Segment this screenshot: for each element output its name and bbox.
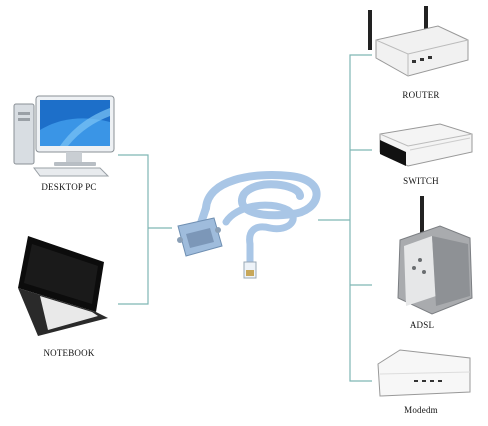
router-label: ROUTER bbox=[402, 90, 440, 100]
notebook-icon bbox=[18, 236, 108, 336]
desktop-pc-icon bbox=[13, 95, 115, 177]
switch-icon bbox=[379, 123, 473, 167]
left-bracket-line bbox=[118, 154, 149, 305]
console-cable-icon bbox=[177, 171, 321, 279]
adsl-label: ADSL bbox=[409, 320, 435, 330]
notebook-label: NOTEBOOK bbox=[43, 348, 95, 358]
switch-label: SWITCH bbox=[403, 176, 439, 186]
right-bracket-line bbox=[349, 54, 372, 382]
router-icon bbox=[368, 6, 469, 77]
modem-label: Modedm bbox=[404, 405, 438, 415]
desktop-pc-label: DESKTOP PC bbox=[41, 182, 97, 192]
connector-lines bbox=[118, 54, 372, 382]
adsl-modem-icon bbox=[397, 196, 473, 315]
modem-icon bbox=[377, 349, 471, 397]
